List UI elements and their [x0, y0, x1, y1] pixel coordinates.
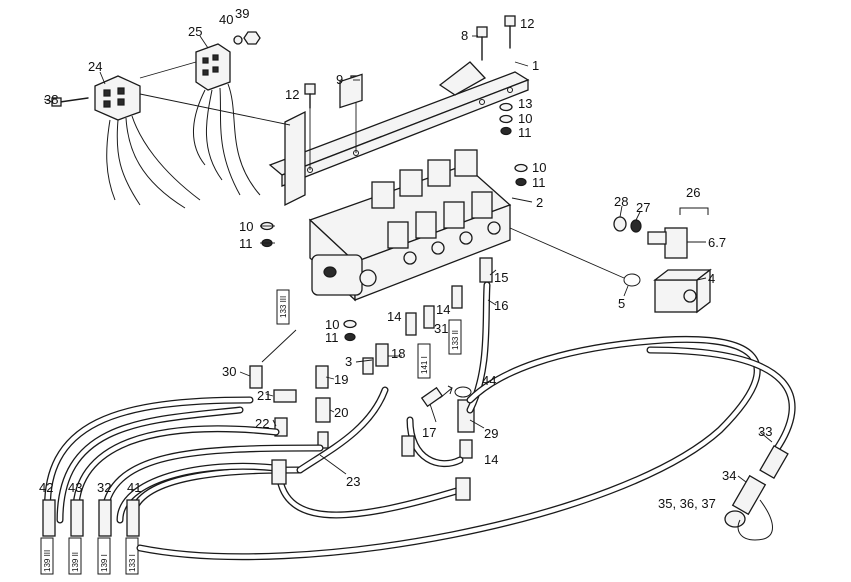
callout-10-top: 10	[518, 111, 532, 126]
callout-43: 43	[68, 480, 82, 495]
callout-8: 8	[461, 28, 468, 43]
hose-tag-label-2: 133 II	[451, 330, 460, 350]
callout-39: 39	[235, 6, 249, 21]
bolt-12-right	[504, 15, 516, 49]
callout-11-top: 11	[518, 125, 532, 140]
callout-14-b: 14	[436, 302, 450, 317]
callout-42: 42	[39, 480, 53, 495]
bolt-8	[476, 26, 488, 61]
callout-26: 26	[686, 185, 700, 200]
washer-27-28	[613, 216, 642, 233]
hose-tag-3: 141 I	[417, 343, 431, 379]
callout-5: 5	[618, 296, 625, 311]
callout-30: 30	[222, 364, 236, 379]
callout-2: 2	[536, 195, 543, 210]
callout-18: 18	[391, 346, 405, 361]
callout-10-left: 10	[239, 219, 253, 234]
callout-16: 16	[494, 298, 508, 313]
hose-tag-6: 139 I	[97, 537, 111, 575]
callout-11-mid: 11	[532, 175, 546, 190]
callout-10-block: 10	[325, 317, 339, 332]
callout-3: 3	[345, 354, 352, 369]
callout-38: 38	[44, 92, 58, 107]
connector-24	[94, 75, 201, 209]
callout-29: 29	[484, 426, 498, 441]
callout-24: 24	[88, 59, 102, 74]
callout-35-36-37: 35, 36, 37	[658, 496, 716, 511]
hose-tag-7: 133 I	[125, 537, 139, 575]
callout-21: 21	[257, 388, 271, 403]
callout-14-c: 14	[484, 452, 498, 467]
bolt-12-left	[304, 83, 316, 109]
washer-nut-39-40	[233, 31, 261, 45]
mounting-bracket	[268, 61, 530, 207]
plug-6-7	[647, 207, 709, 259]
callout-17: 17	[422, 425, 436, 440]
callout-12-left: 12	[285, 87, 299, 102]
hose-tag-2: 133 II	[448, 319, 462, 355]
hose-tag-1: 133 III	[276, 289, 290, 325]
callout-13: 13	[518, 96, 532, 111]
callout-4: 4	[708, 271, 715, 286]
callout-28: 28	[614, 194, 628, 209]
hose-tag-label-4: 139 III	[43, 550, 52, 572]
solenoid-coil-4	[653, 268, 712, 314]
hose-tag-label-1: 133 III	[279, 296, 288, 318]
o-ring-5	[623, 273, 641, 287]
connector-25	[192, 43, 261, 196]
callout-40: 40	[219, 12, 233, 27]
callout-11-left: 11	[239, 236, 253, 251]
callout-44: 44	[482, 373, 496, 388]
hose-tag-label-7: 133 I	[128, 554, 137, 572]
hose-tag-5: 139 II	[68, 537, 82, 575]
callout-11-block: 11	[325, 330, 339, 345]
callout-27: 27	[636, 200, 650, 215]
callout-9: 9	[336, 72, 343, 87]
callout-33: 33	[758, 424, 772, 439]
washer-nut-stack-right	[499, 102, 528, 187]
hose-tag-label-6: 139 I	[100, 554, 109, 572]
callout-23: 23	[346, 474, 360, 489]
hoses	[43, 281, 796, 561]
valve-block	[308, 73, 512, 302]
callout-32: 32	[97, 480, 111, 495]
callout-25: 25	[188, 24, 202, 39]
callout-34: 34	[722, 468, 736, 483]
leader-lines	[43, 35, 773, 483]
callout-19: 19	[334, 372, 348, 387]
callout-41: 41	[127, 480, 141, 495]
hose-end-fittings	[42, 435, 471, 537]
callout-1: 1	[532, 58, 539, 73]
hose-tag-label-5: 139 II	[71, 552, 80, 572]
callout-15: 15	[494, 270, 508, 285]
callout-12-right: 12	[520, 16, 534, 31]
callout-22: 22	[255, 416, 269, 431]
callout-10-mid: 10	[532, 160, 546, 175]
callout-6-7: 6.7	[708, 235, 726, 250]
hose-tag-label-3: 141 I	[420, 356, 429, 374]
callout-20: 20	[334, 405, 348, 420]
hose-tag-4: 139 III	[40, 537, 54, 575]
callout-14-a: 14	[387, 309, 401, 324]
callout-labels: 1 2 3 4 5 6.7 8 9 10 10 10 10 11 11 11 1…	[39, 6, 772, 511]
callout-31: 31	[434, 321, 448, 336]
quick-coupler	[724, 444, 789, 541]
